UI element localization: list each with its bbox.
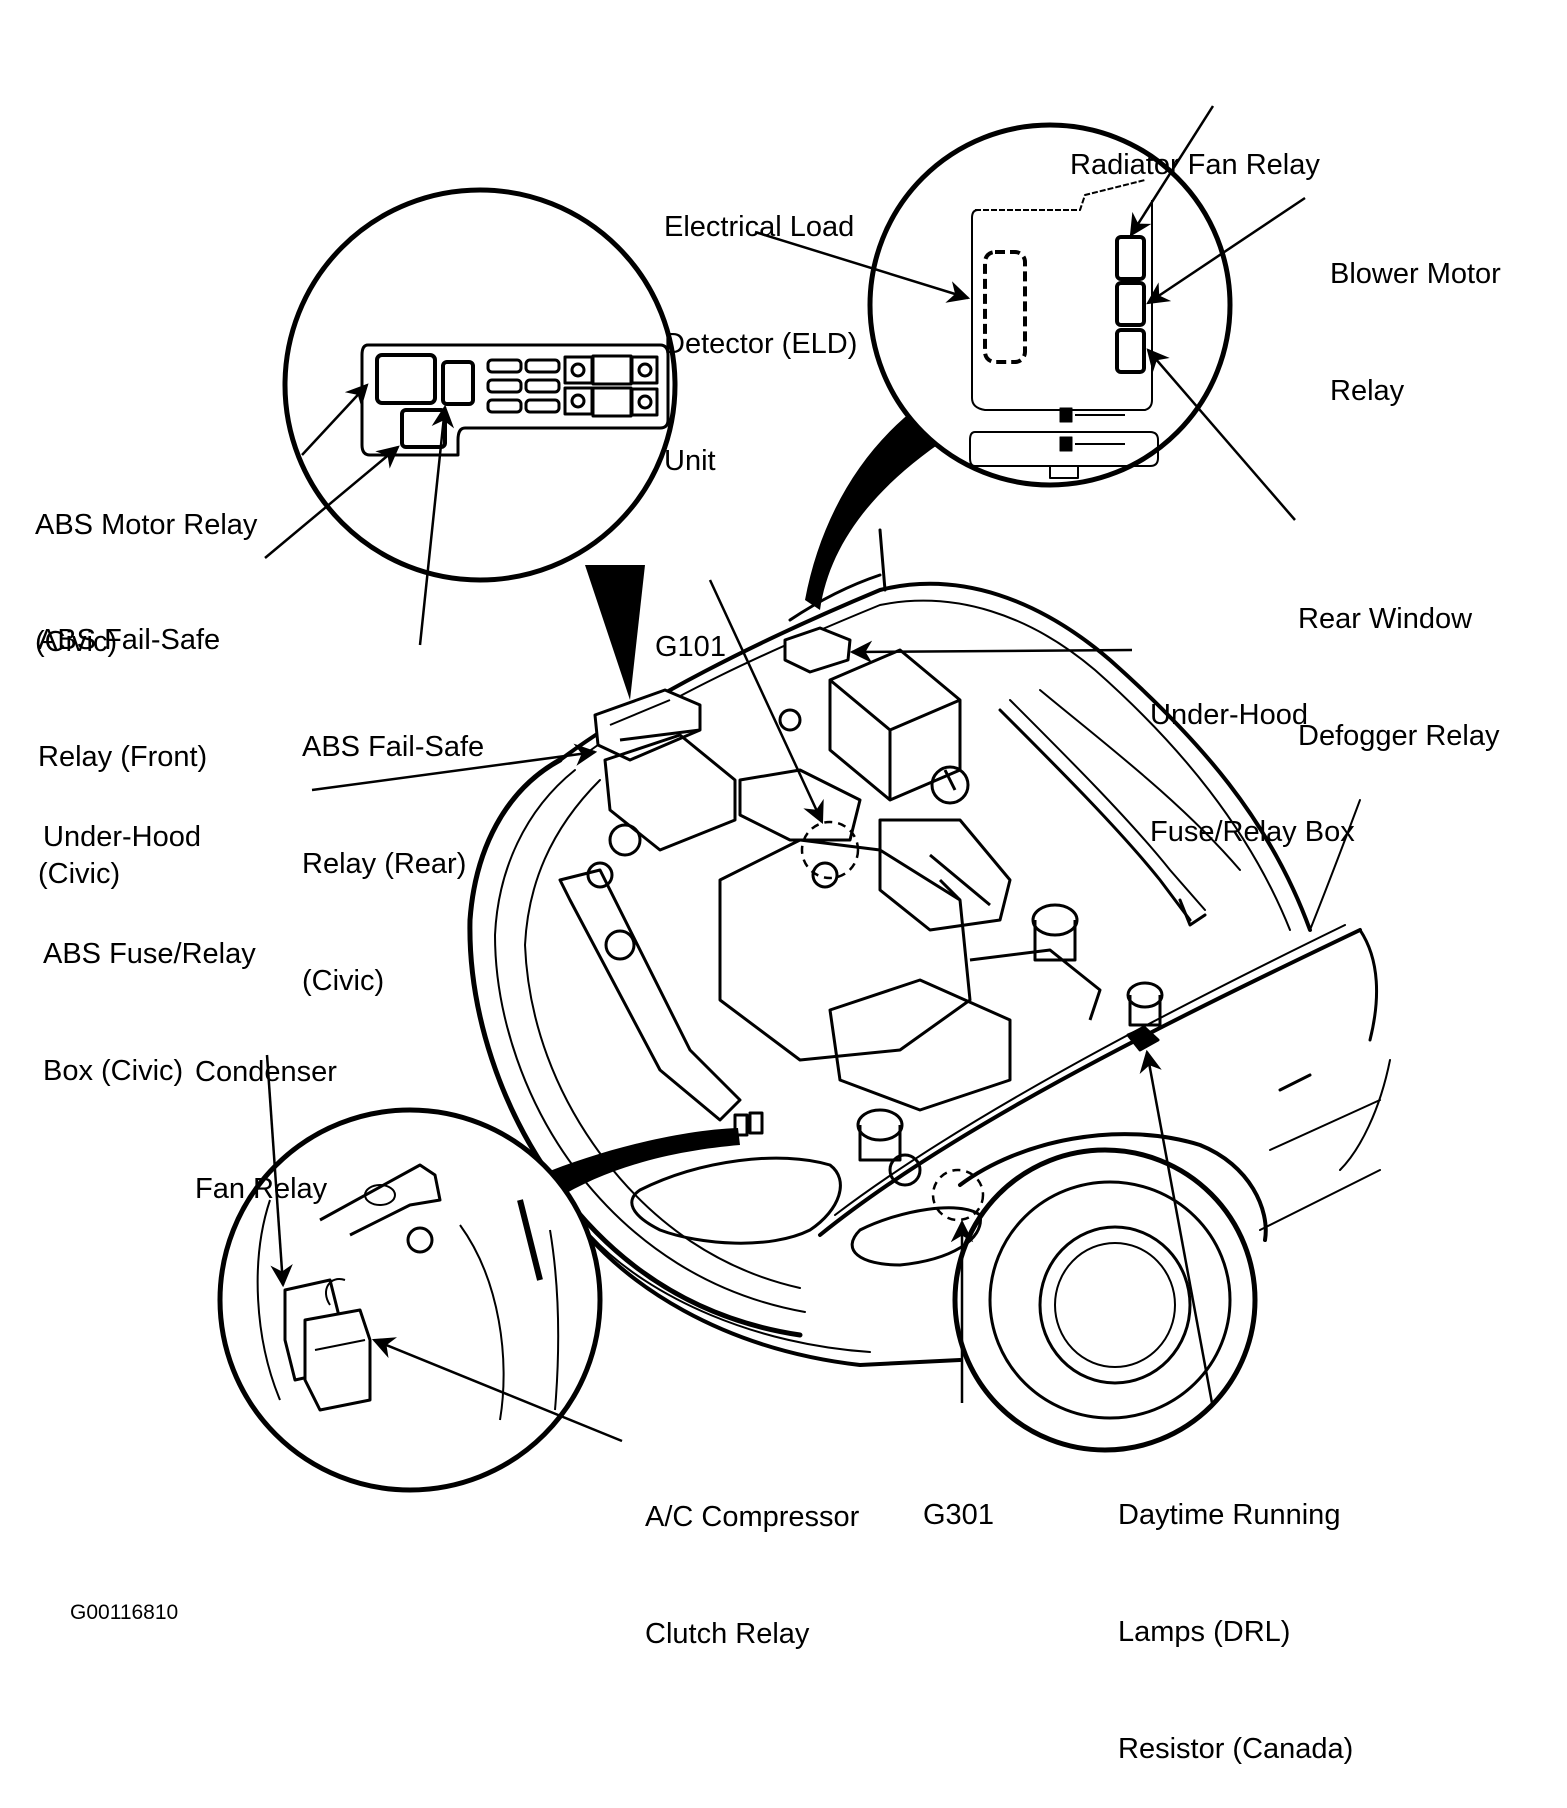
eld-unit: [983, 250, 1027, 364]
label-line: Fan Relay: [195, 1173, 328, 1205]
label-line: Condenser: [195, 1056, 337, 1088]
leader-abs-failsafe-rear: [418, 404, 455, 646]
abs-box-detail-callout: [282, 187, 678, 700]
leader-rear-window-defogger-relay: [1146, 348, 1296, 521]
relay-detail-callout: [217, 1107, 740, 1493]
label-abs-failsafe-front: ABS Fail-Safe Relay (Front) (Civic): [38, 543, 220, 933]
label-line: Relay: [1330, 375, 1405, 407]
label-line: Relay (Front): [38, 741, 208, 773]
label-line: G101: [655, 631, 726, 663]
leader-underhood-abs-fuse-relay-box: [311, 743, 598, 792]
abs-motor-relay: [375, 353, 437, 405]
label-line: (Civic): [38, 858, 121, 890]
label-line: G301: [923, 1499, 994, 1531]
figure-id-text: G00116810: [70, 1601, 179, 1624]
label-rear-window-defogger-relay: Rear Window Defogger Relay: [1298, 522, 1500, 795]
fender-right: [818, 928, 1362, 1237]
battery: [828, 648, 962, 802]
label-abs-motor-relay: ABS Motor Relay (Civic): [35, 428, 257, 701]
radiator-fan-relay: [1115, 235, 1146, 281]
rear-window-defogger-relay: [1115, 328, 1146, 374]
leader-underhood-fuse-relay-box: [849, 640, 1133, 664]
hood-opening-outline: [558, 581, 1312, 932]
label-line: Fuse/Relay Box: [1150, 816, 1355, 848]
label-line: (Civic): [302, 965, 385, 997]
front-bumper: [467, 757, 803, 1338]
label-ac-compressor-clutch-relay: A/C Compressor Clutch Relay: [645, 1420, 859, 1693]
engine-components: [558, 626, 1164, 1222]
label-line: Blower Motor: [1330, 258, 1501, 290]
label-line: Under-Hood: [43, 821, 201, 853]
label-line: Electrical Load: [664, 211, 855, 243]
label-line: Defogger Relay: [1298, 720, 1500, 752]
leader-blower-motor-relay: [1146, 196, 1306, 305]
label-abs-failsafe-rear: ABS Fail-Safe Relay (Rear) (Civic): [302, 650, 484, 1040]
leader-condenser-fan-relay: [265, 1054, 293, 1288]
leader-eld-unit: [754, 230, 971, 303]
label-eld-unit: Electrical Load Detector (ELD) Unit: [664, 130, 857, 520]
abs-failsafe-rear-relay: [441, 360, 475, 406]
label-line: Rear Window: [1298, 603, 1473, 635]
label-line: ABS Fail-Safe: [302, 731, 485, 763]
label-line: (Civic): [35, 626, 118, 658]
label-radiator-fan-relay: Radiator Fan Relay: [1070, 68, 1320, 224]
underhood-fuse-box-small: [783, 626, 852, 674]
abs-failsafe-front-relay: [400, 408, 447, 449]
g301-location: [931, 1168, 985, 1222]
label-line: Lamps (DRL): [1118, 1616, 1291, 1648]
callout-pointer-underhood: [805, 405, 960, 610]
callout-pointer-relays: [540, 1128, 740, 1200]
drl-resistor: [1126, 1026, 1160, 1052]
leader-ac-compressor-clutch-relay: [371, 1337, 623, 1443]
label-line: Daytime Running: [1118, 1499, 1341, 1531]
g101-location: [800, 820, 860, 880]
label-line: Unit: [664, 445, 716, 477]
label-condenser-fan-relay: Condenser Fan Relay: [195, 975, 337, 1248]
blower-motor-relay: [1115, 281, 1146, 327]
label-line: ABS Fail-Safe: [38, 624, 221, 656]
callout-pointer-abs: [585, 565, 645, 700]
label-line: Clutch Relay: [645, 1618, 810, 1650]
engine-block: [718, 838, 972, 1062]
label-line: ABS Fuse/Relay: [43, 938, 256, 970]
label-line: Resistor (Canada): [1118, 1733, 1354, 1765]
leader-g101: [708, 579, 824, 825]
leader-radiator-fan-relay: [1129, 105, 1215, 237]
label-g301: G301: [923, 1418, 994, 1574]
leader-drl-resistor: [1139, 1049, 1214, 1404]
front-wheel: [952, 1147, 1258, 1453]
label-underhood-fuse-relay-box: Under-Hood Fuse/Relay Box: [1150, 618, 1355, 891]
label-drl-resistor: Daytime Running Lamps (DRL) Resistor (Ca…: [1118, 1418, 1353, 1808]
label-line: Radiator Fan Relay: [1070, 149, 1320, 181]
label-g101: G101: [655, 550, 726, 706]
label-line: Box (Civic): [43, 1055, 184, 1087]
label-line: Under-Hood: [1150, 699, 1308, 731]
label-line: ABS Motor Relay: [35, 509, 258, 541]
label-blower-motor-relay: Blower Motor Relay: [1330, 177, 1501, 450]
leader-abs-failsafe-front: [264, 445, 400, 559]
figure-id: G00116810: [70, 1548, 178, 1652]
leader-abs-motor-relay: [301, 383, 369, 456]
label-line: A/C Compressor: [645, 1501, 860, 1533]
leader-lines: [264, 105, 1306, 1443]
headlight-left: [630, 1156, 842, 1245]
engine-compartment-diagram: [217, 105, 1391, 1493]
label-line: Detector (ELD): [664, 328, 858, 360]
ac-compressor-clutch-relay: [303, 1308, 372, 1412]
label-line: Relay (Rear): [302, 848, 467, 880]
label-underhood-abs-fuse-relay-box: Under-Hood ABS Fuse/Relay Box (Civic): [43, 740, 256, 1130]
